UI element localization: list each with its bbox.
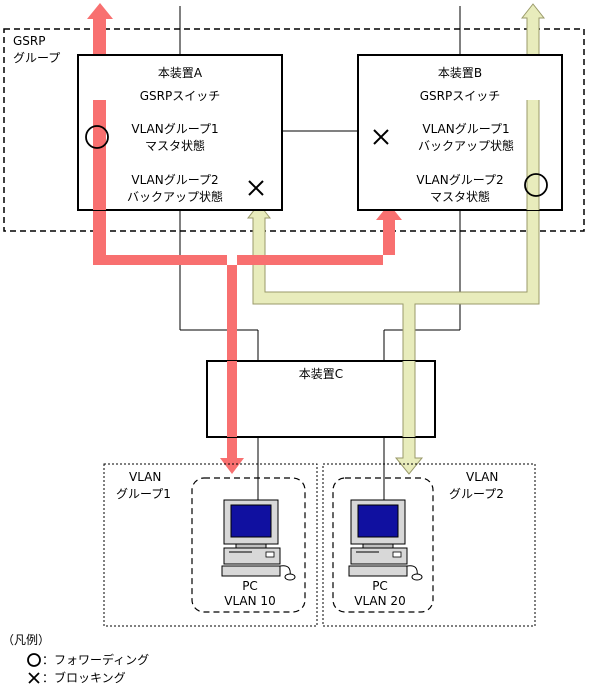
vlan-group2-label-2: グループ2 xyxy=(449,487,504,501)
pc2-box xyxy=(332,477,434,613)
vlan-group1-box xyxy=(103,463,318,627)
red-path-overlay-c xyxy=(227,361,237,437)
gsrp-group-box xyxy=(3,28,585,232)
device-c-box xyxy=(206,360,436,438)
legend-forwarding-label: ：フォワーディング xyxy=(42,652,149,667)
device-a-vg1-state: マスタ状態 xyxy=(145,138,205,153)
gsrp-group-label-1: GSRP xyxy=(13,34,46,48)
vlan-group1-label-2: グループ1 xyxy=(116,487,171,501)
device-c-name: 本装置C xyxy=(299,367,343,381)
legend-forwarding-circle-icon xyxy=(27,653,41,667)
device-a-box xyxy=(77,54,283,211)
blocking-cross-icon xyxy=(373,129,389,145)
pc2-label-2: VLAN 20 xyxy=(354,594,405,608)
pc1-box xyxy=(191,477,306,613)
gsrp-group-label-2: グループ xyxy=(13,51,60,65)
yellow-path-overlay-c xyxy=(403,361,415,437)
legend-title: （凡例） xyxy=(2,633,50,647)
device-b-name: 本装置B xyxy=(438,66,482,80)
device-b-type: GSRPスイッチ xyxy=(420,89,501,103)
pc2-label-1: PC xyxy=(372,579,388,593)
vlan-group2-label-1: VLAN xyxy=(466,470,498,484)
pc1-label-2: VLAN 10 xyxy=(224,594,275,608)
device-b-vg2-state: マスタ状態 xyxy=(430,189,490,204)
device-b-vg2-label: VLANグループ2 xyxy=(416,173,503,187)
yellow-path-overlay-b xyxy=(527,100,539,210)
device-b-vg1-label: VLANグループ1 xyxy=(422,122,509,136)
vlan-group1-label-1: VLAN xyxy=(129,470,161,484)
computer-icon xyxy=(348,499,423,581)
device-a-vg1-label: VLANグループ1 xyxy=(131,122,218,136)
device-a-vg2-label: VLANグループ2 xyxy=(131,173,218,187)
device-a-vg2-state: バックアップ状態 xyxy=(127,189,223,204)
computer-icon xyxy=(221,499,296,581)
device-b-vg1-state: バックアップ状態 xyxy=(418,138,514,153)
legend-blocking-cross-icon xyxy=(28,672,40,684)
vlan-group2-box xyxy=(322,463,536,627)
legend-blocking-label: ：ブロッキング xyxy=(42,670,126,685)
pc1-label-1: PC xyxy=(242,579,258,593)
blocking-cross-icon xyxy=(248,180,264,196)
red-path-overlay-a xyxy=(93,100,106,210)
link-lines xyxy=(179,6,461,500)
forwarding-circle-icon xyxy=(85,125,109,149)
forwarding-circle-icon xyxy=(524,173,548,197)
device-a-name: 本装置A xyxy=(158,66,203,80)
device-a-type: GSRPスイッチ xyxy=(140,89,221,103)
